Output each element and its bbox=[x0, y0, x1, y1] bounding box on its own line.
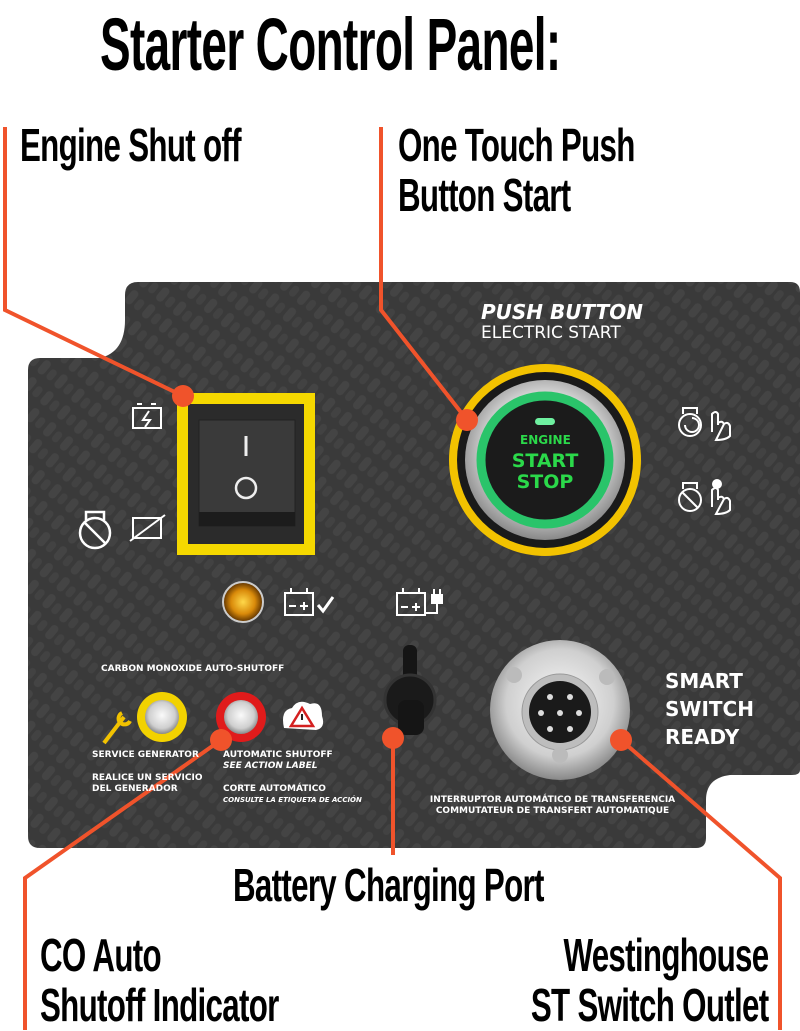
callout-co-line1: CO Auto bbox=[40, 929, 162, 981]
wrench-icon bbox=[102, 711, 132, 745]
callout-lines bbox=[2, 127, 782, 1030]
co-heading: CARBON MONOXIDE AUTO-SHUTOFF bbox=[101, 664, 285, 674]
switch-line: SWITCH bbox=[665, 697, 754, 721]
callout-push-button-start: One Touch Push Button Start bbox=[398, 120, 635, 220]
callout-battery-charging-port: Battery Charging Port bbox=[233, 859, 544, 911]
battery-ok-icon bbox=[284, 588, 335, 616]
push-button-heading: PUSH BUTTON bbox=[481, 300, 643, 324]
consulte-label: CONSULTE LA ETIQUETA DE ACCIÓN bbox=[223, 796, 362, 804]
transfer-switch-label: INTERRUPTOR AUTOMÁTICO DE TRANSFERENCIA … bbox=[420, 795, 685, 817]
callout-push-line2: Button Start bbox=[398, 169, 571, 221]
electric-start-subheading: ELECTRIC START bbox=[481, 323, 621, 343]
button-start-label: START bbox=[511, 450, 579, 472]
callout-co-line2: Shutoff Indicator bbox=[40, 979, 279, 1031]
engine-start-press-icon bbox=[678, 407, 731, 442]
battery-charging-port bbox=[383, 645, 437, 735]
battery-plug-icon bbox=[396, 588, 443, 616]
page-title: Starter Control Panel: bbox=[100, 3, 561, 86]
engine-stop-press-icon bbox=[678, 479, 731, 516]
engine-shutoff-rocker-switch bbox=[198, 419, 296, 527]
see-action-label: SEE ACTION LABEL bbox=[223, 761, 318, 771]
callout-push-line1: One Touch Push bbox=[398, 119, 635, 171]
battery-charging-icon bbox=[132, 403, 162, 429]
ready-line: READY bbox=[665, 725, 740, 749]
battery-ok-indicator-light bbox=[222, 581, 264, 623]
engine-off-icon bbox=[78, 510, 112, 550]
callout-dots bbox=[172, 385, 632, 751]
co-warning-icon bbox=[283, 701, 324, 730]
transfer-fr: COMMUTATEUR DE TRANSFERT AUTOMATIQUE bbox=[435, 806, 670, 816]
smart-line: SMART bbox=[665, 669, 743, 693]
service-es-line2: DEL GENERADOR bbox=[92, 784, 178, 794]
callout-engine-shutoff: Engine Shut off bbox=[20, 119, 242, 171]
button-stop-label: STOP bbox=[516, 471, 574, 493]
panel-body bbox=[28, 282, 800, 848]
service-generator-label: SERVICE GENERATOR bbox=[92, 750, 199, 760]
callout-west-line2: ST Switch Outlet bbox=[530, 979, 768, 1031]
corte-automatico-label: CORTE AUTOMÁTICO bbox=[223, 784, 326, 794]
transfer-es: INTERRUPTOR AUTOMÁTICO DE TRANSFERENCIA bbox=[429, 795, 676, 805]
callout-st-switch-outlet: Westinghouse ST Switch Outlet bbox=[530, 930, 768, 1030]
st-switch-outlet bbox=[490, 640, 630, 780]
smart-switch-ready-label: SMART SWITCH READY bbox=[665, 667, 754, 751]
callout-west-line1: Westinghouse bbox=[562, 929, 769, 981]
callout-co-auto-shutoff: CO Auto Shutoff Indicator bbox=[40, 930, 279, 1030]
service-es-line1: REALICE UN SERVICIO bbox=[92, 773, 203, 783]
auto-shutoff-label: AUTOMATIC SHUTOFF bbox=[223, 750, 333, 760]
button-engine-label: ENGINE bbox=[520, 433, 571, 447]
battery-off-icon bbox=[129, 514, 166, 542]
engine-start-stop-button bbox=[476, 391, 614, 529]
